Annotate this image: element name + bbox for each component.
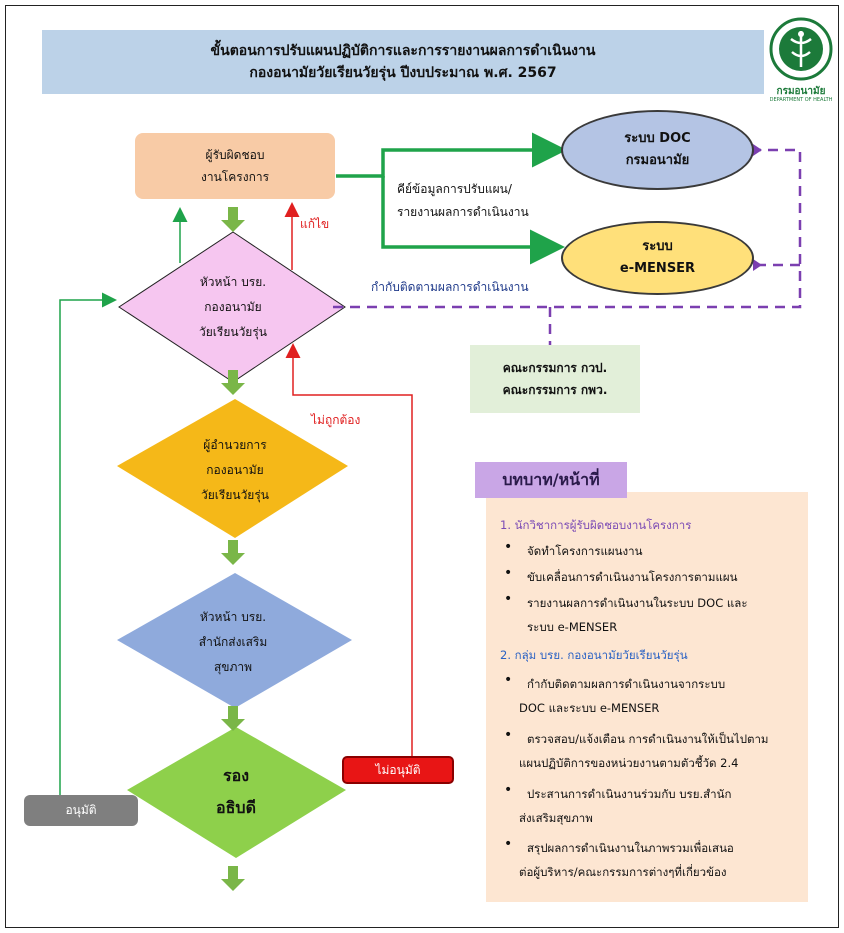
- monitor-dashed-lines: [333, 148, 802, 345]
- head-div-line-2: กองอนามัย: [204, 299, 262, 314]
- not-approved-loop: [285, 343, 413, 771]
- g1-item-3-cont: ระบบ e-MENSER: [527, 620, 618, 634]
- emenser-system-node: ระบบ e-MENSER: [561, 221, 754, 295]
- title-line-1: ขั้นตอนการปรับแผนปฏิบัติการและการรายงานผ…: [210, 43, 596, 59]
- director-line-3: วัยเรียนวัยรุ่น: [201, 487, 269, 502]
- fix-label: แก้ไข: [300, 217, 330, 231]
- committee-line-1: คณะกรรมการ กวป.: [502, 361, 608, 375]
- deputy-diamond: [127, 727, 346, 858]
- approve-badge: อนุมัติ: [24, 795, 138, 826]
- g2-item-3: ประสานการดำเนินงานร่วมกับ บรย.สำนัก: [527, 787, 732, 801]
- emenser-line-2: e-MENSER: [619, 261, 696, 276]
- page-frame: [5, 5, 839, 928]
- bullet-icon: •: [504, 672, 513, 688]
- responsible-person-box: ผู้รับผิดชอบ งานโครงการ: [135, 133, 335, 199]
- arrow-to-emenser: [381, 176, 565, 265]
- emenser-line-1: ระบบ: [642, 239, 673, 254]
- approve-loop: [59, 292, 137, 811]
- down-arrows: [221, 207, 245, 891]
- g2-item-4: สรุปผลการดำเนินงานในภาพรวมเพื่อเสนอ: [527, 841, 734, 855]
- head-office-line-3: สุขภาพ: [213, 659, 253, 674]
- director-label: ผู้อำนวยการ กองอนามัย วัยเรียนวัยรุ่น: [152, 425, 318, 515]
- deputy-label: รอง อธิบดี: [176, 757, 296, 827]
- department-logo: กรมอนามัย DEPARTMENT OF HEALTH: [766, 14, 836, 110]
- head-office-line-2: สำนักส่งเสริม: [198, 634, 268, 649]
- key-in-label-2: รายงานผลการดำเนินงาน: [397, 205, 529, 219]
- doc-line-1: ระบบ DOC: [624, 131, 691, 146]
- not-approve-badge: ไม่อนุมัติ: [342, 756, 454, 784]
- doc-system-node: ระบบ DOC กรมอนามัย: [561, 110, 754, 190]
- logo-subtitle: DEPARTMENT OF HEALTH: [769, 97, 833, 103]
- bullet-icon: •: [504, 727, 513, 743]
- head-office-label: หัวหน้า บรย. สำนักส่งเสริม สุขภาพ: [150, 597, 316, 687]
- g2-item-1-cont: DOC และระบบ e-MENSER: [519, 701, 660, 715]
- responsible-line-1: ผู้รับผิดชอบ: [205, 148, 265, 162]
- bullet-icon: •: [504, 782, 513, 798]
- g2-item-3-cont: ส่งเสริมสุขภาพ: [519, 811, 593, 825]
- deputy-line-1: รอง: [222, 766, 249, 785]
- g2-item-2-cont: แผนปฏิบัติการของหน่วยงานตามตัวชี้วัด 2.4: [519, 756, 739, 770]
- director-diamond: [117, 399, 348, 538]
- title-line-2: กองอนามัยวัยเรียนวัยรุ่น ปีงบประมาณ พ.ศ.…: [249, 65, 557, 81]
- g1-item-1: จัดทำโครงการแผนงาน: [527, 544, 643, 558]
- bullet-icon: •: [504, 591, 513, 607]
- head-div-label: หัวหน้า บรย. กองอนามัย วัยเรียนวัยรุ่น: [150, 262, 316, 352]
- head-div-line-3: วัยเรียนวัยรุ่น: [199, 324, 267, 339]
- roles-panel: [486, 492, 808, 902]
- monitor-label: กำกับติดตามผลการดำเนินงาน: [371, 280, 529, 294]
- doc-line-2: กรมอนามัย: [625, 153, 690, 168]
- key-in-label-1: คีย์ข้อมูลการปรับแผน/: [397, 182, 512, 196]
- g1-item-2: ขับเคลื่อนการดำเนินงานโครงการตามแผน: [527, 570, 738, 584]
- deputy-line-2: อธิบดี: [216, 798, 256, 817]
- roles-group-1: 1. นักวิชาการผู้รับผิดชอบงานโครงการ: [500, 518, 692, 532]
- head-div-line-1: หัวหน้า บรย.: [199, 274, 267, 289]
- roles-title: บทบาท/หน้าที่: [475, 462, 627, 498]
- bullet-icon: •: [504, 539, 513, 555]
- arrow-to-doc: [336, 132, 567, 178]
- g2-item-4-cont: ต่อผู้บริหาร/คณะกรรมการต่างๆที่เกี่ยวข้อ…: [519, 865, 727, 879]
- head-office-line-1: หัวหน้า บรย.: [199, 609, 267, 624]
- incorrect-label: ไม่ถูกต้อง: [311, 413, 361, 427]
- logo-name: กรมอนามัย: [776, 86, 826, 97]
- bullet-icon: •: [504, 836, 513, 852]
- g2-item-2: ตรวจสอบ/แจ้งเตือน การดำเนินงานให้เป็นไปต…: [527, 732, 769, 746]
- g1-item-3: รายงานผลการดำเนินงานในระบบ DOC และ: [527, 596, 748, 610]
- head-office-diamond: [117, 573, 352, 708]
- responsible-line-2: งานโครงการ: [200, 170, 270, 184]
- page-title: ขั้นตอนการปรับแผนปฏิบัติการและการรายงานผ…: [42, 30, 764, 94]
- committee-box: คณะกรรมการ กวป. คณะกรรมการ กพว.: [470, 345, 640, 413]
- bullet-icon: •: [504, 565, 513, 581]
- committee-line-2: คณะกรรมการ กพว.: [502, 383, 608, 397]
- director-line-1: ผู้อำนวยการ: [203, 437, 267, 452]
- logo-emblem-icon: [769, 17, 833, 81]
- director-line-2: กองอนามัย: [206, 462, 264, 477]
- roles-group-2: 2. กลุ่ม บรย. กองอนามัยวัยเรียนวัยรุ่น: [500, 648, 688, 662]
- g2-item-1: กำกับติดตามผลการดำเนินงานจากระบบ: [527, 677, 726, 691]
